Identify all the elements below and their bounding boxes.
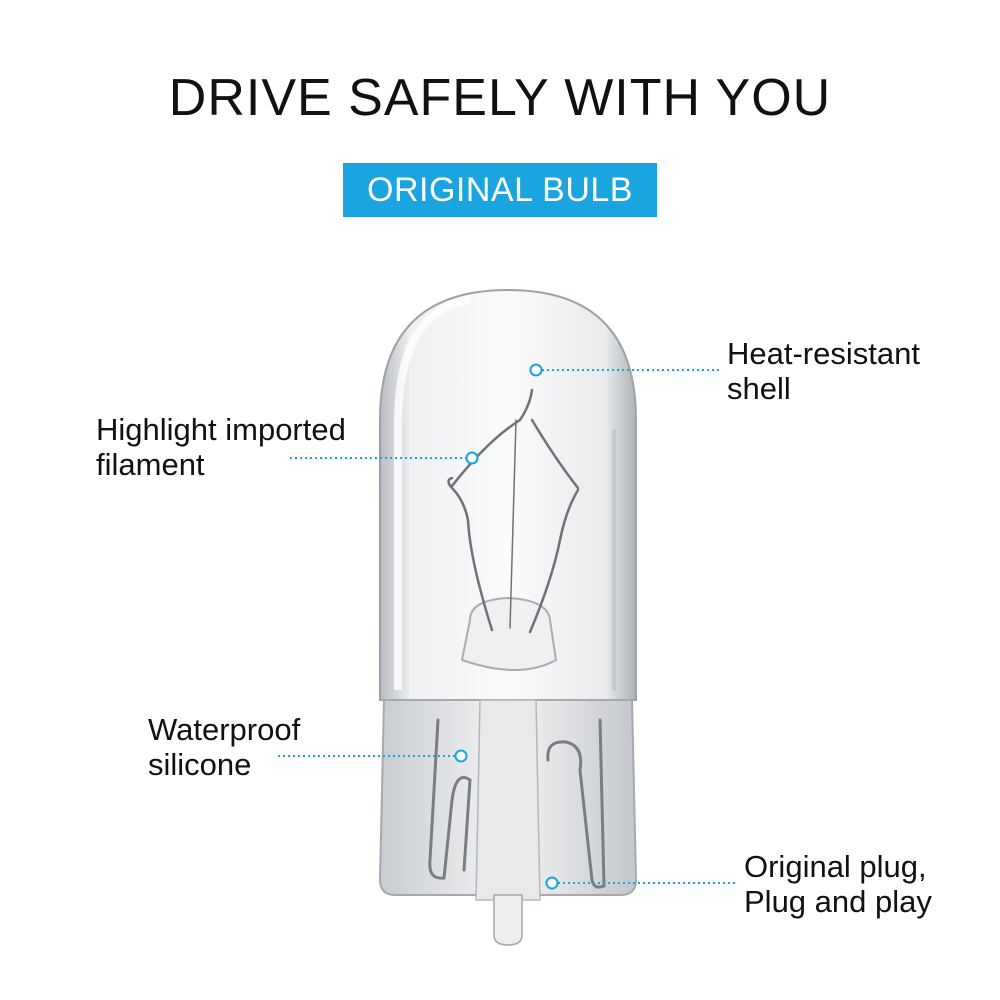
dot-silicone [454,749,468,763]
callout-plug-line2: Plug and play [744,884,932,919]
callout-plug: Original plug, Plug and play [744,849,932,919]
glass-shell [379,288,637,701]
callout-silicone-line2: silicone [148,747,252,782]
callout-filament-line2: filament [96,447,205,482]
callout-silicone: Waterproof silicone [148,712,300,782]
callout-shell-line2: shell [727,371,791,406]
dot-shell [529,363,543,377]
callout-filament: Highlight imported filament [96,412,346,482]
dot-filament [465,451,479,465]
product-badge: ORIGINAL BULB [343,163,657,217]
callout-plug-line1: Original plug, [744,849,927,884]
callout-silicone-line1: Waterproof [148,712,301,747]
dot-plug [545,876,559,890]
page-headline: DRIVE SAFELY WITH YOU [168,69,832,127]
callout-shell: Heat-resistant shell [727,336,920,406]
callout-filament-line1: Highlight imported [96,412,346,447]
callout-shell-line1: Heat-resistant [727,336,920,371]
